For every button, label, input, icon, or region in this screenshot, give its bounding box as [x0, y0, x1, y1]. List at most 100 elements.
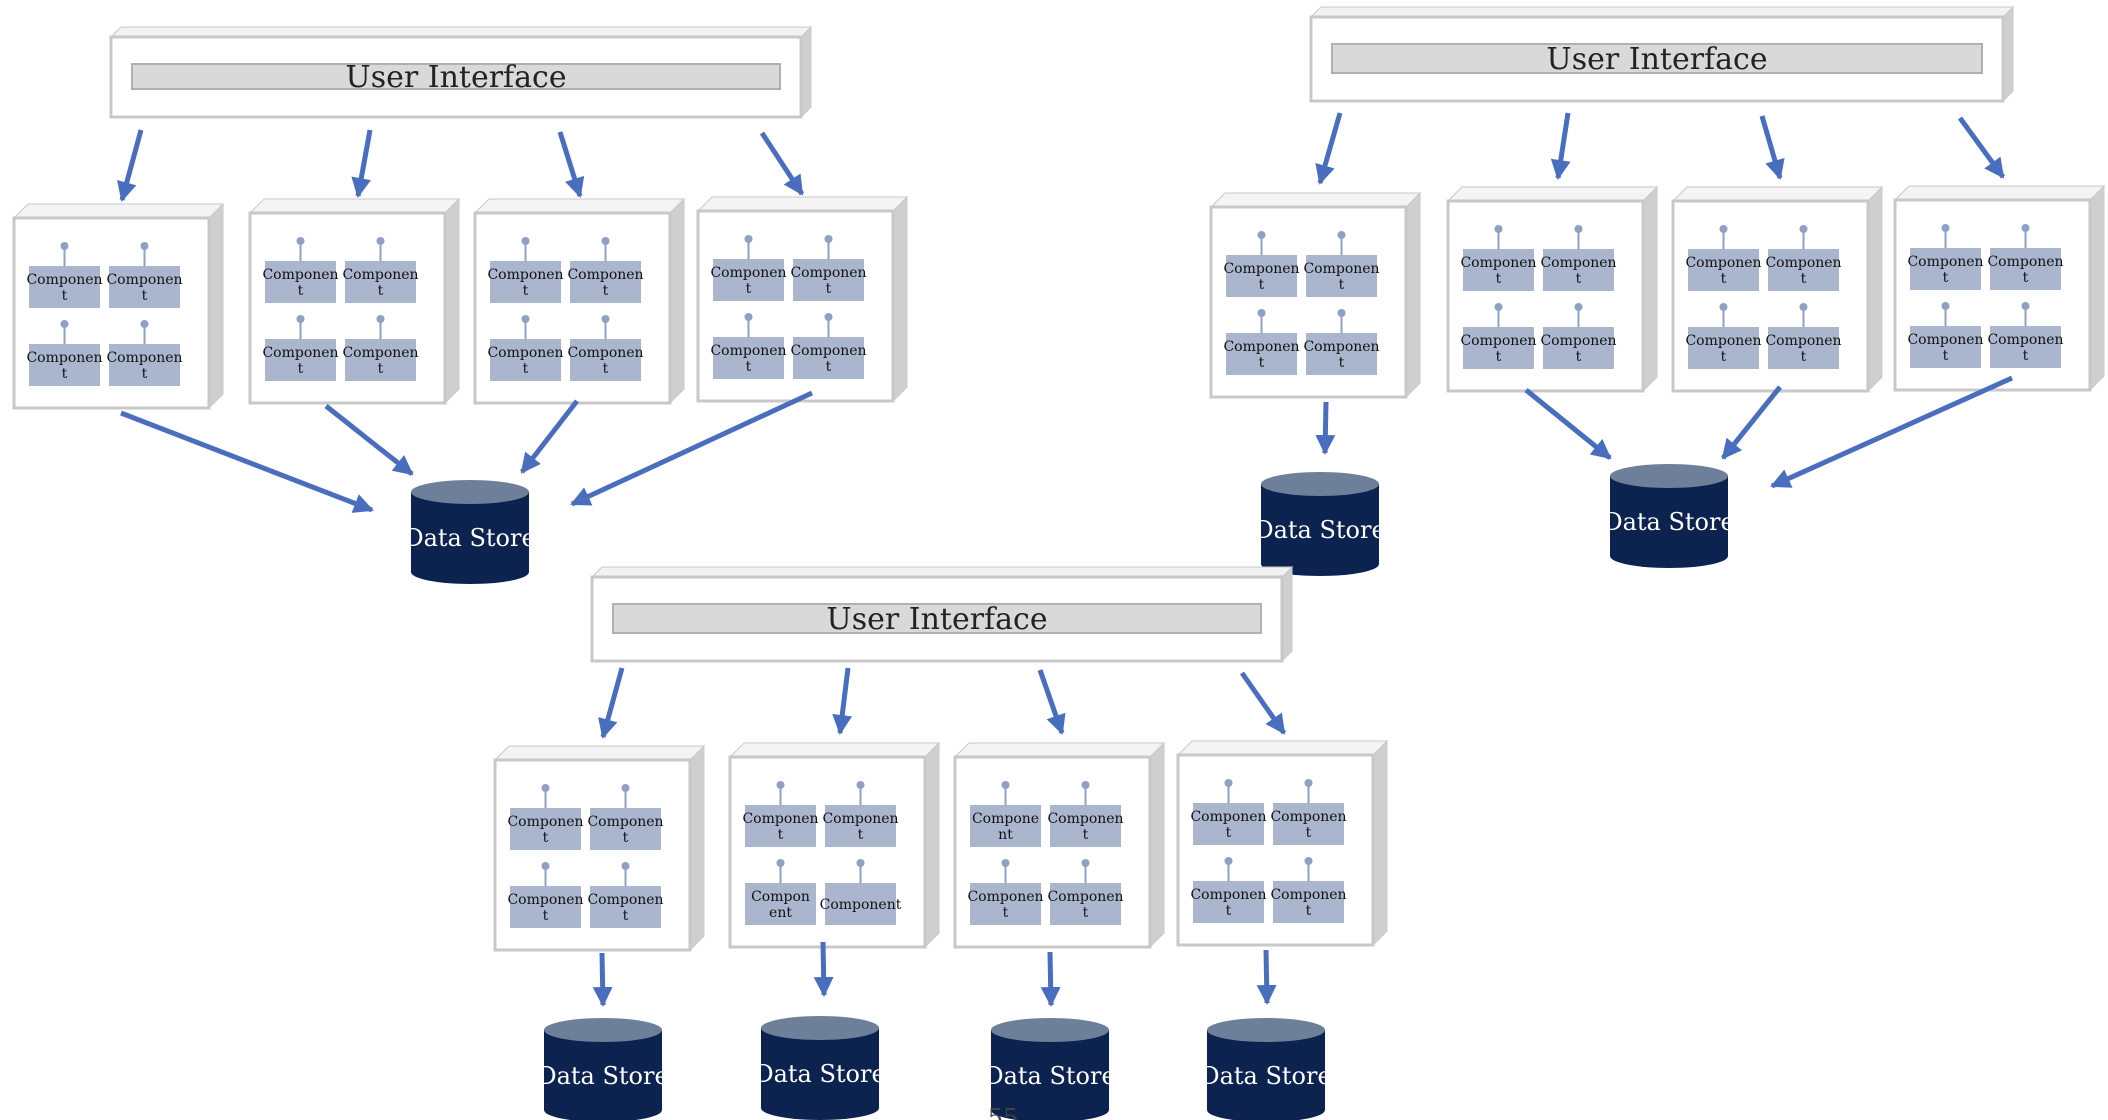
component-block — [1688, 327, 1759, 369]
node-box-top — [953, 742, 1166, 758]
data-store-body — [761, 1028, 879, 1120]
component-block — [825, 883, 896, 925]
component-block — [345, 339, 416, 381]
data-store-top — [761, 1016, 879, 1040]
arrow-ui2-node1 — [1315, 112, 1343, 185]
node-box-top — [1893, 185, 2106, 201]
ui-box-1: User Interface — [109, 25, 813, 119]
component-port — [1337, 309, 1346, 317]
component-port — [856, 859, 865, 867]
component-block — [1688, 249, 1759, 291]
arrow-ui1-node2 — [351, 129, 373, 198]
data-store-3a: Data Store — [537, 1018, 669, 1120]
component-block — [510, 886, 581, 928]
node-box-top — [1671, 186, 1884, 202]
node-box-top — [1176, 740, 1389, 756]
component-port — [1494, 225, 1503, 233]
component-block — [265, 339, 336, 381]
data-store-body — [1261, 484, 1379, 576]
component-block — [745, 805, 816, 847]
data-store-body — [991, 1030, 1109, 1120]
data-store-2a: Data Store — [1254, 472, 1386, 576]
component-block — [1306, 255, 1377, 297]
node-box-top — [473, 198, 686, 214]
component-port — [2021, 224, 2030, 232]
data-store-label: Data Store — [1200, 1062, 1331, 1090]
component-port — [1941, 302, 1950, 310]
component-block — [510, 808, 581, 850]
ui-box-3: User Interface — [590, 565, 1294, 663]
arrow-ui2-node3 — [1759, 115, 1785, 180]
arrow-node2-2-ds — [1524, 388, 1612, 460]
component-port — [1574, 225, 1583, 233]
component-port — [140, 320, 149, 328]
page-number: 55 — [988, 1104, 1019, 1120]
arrow-ui3-node4 — [1239, 671, 1287, 735]
component-port — [1224, 779, 1233, 787]
node-box-side — [1642, 185, 1658, 393]
arrow-node3-ds1 — [520, 399, 579, 474]
component-block — [1463, 327, 1534, 369]
component-port — [776, 781, 785, 789]
component-port — [1081, 781, 1090, 789]
component-block — [590, 808, 661, 850]
component-port — [621, 862, 630, 870]
arrow-ui2-node2 — [1550, 112, 1571, 180]
component-port — [1337, 231, 1346, 239]
component-block — [970, 805, 1041, 847]
component-block — [713, 337, 784, 379]
component-block — [1543, 249, 1614, 291]
component-port — [621, 784, 630, 792]
data-store-top — [544, 1018, 662, 1042]
component-block — [1768, 327, 1839, 369]
arrow-node3-3-ds — [1040, 951, 1061, 1007]
component-port — [1257, 309, 1266, 317]
component-port — [1224, 857, 1233, 865]
component-port — [824, 235, 833, 243]
node-box-top — [493, 745, 706, 761]
component-label: Component — [820, 897, 902, 913]
component-block — [570, 261, 641, 303]
arrow-ui3-node2 — [832, 667, 853, 735]
component-block — [590, 886, 661, 928]
arrow-node1-ds1 — [120, 410, 374, 513]
